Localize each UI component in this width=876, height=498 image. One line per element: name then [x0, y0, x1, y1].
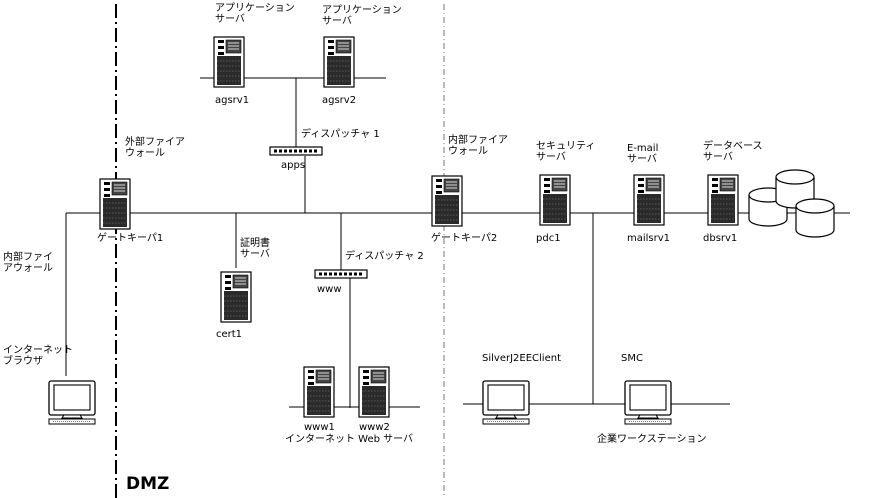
- agsrv1-name-label: agsrv1: [215, 95, 250, 106]
- gatekeeper1-role-label: 外部ファイア ウォール: [125, 137, 185, 159]
- dispatcher-www-icon: [314, 269, 368, 279]
- agsrv2-name-label: agsrv2: [322, 95, 357, 106]
- mailsrv1-server-icon: [633, 174, 665, 226]
- silver-client-label: SilverJ2EEClient: [482, 353, 561, 364]
- dispatcher-apps-title: ディスパッチャ 1: [301, 129, 380, 140]
- silver-client-monitor-icon: [482, 380, 530, 425]
- dbsrv1-name-label: dbsrv1: [703, 233, 738, 244]
- dispatcher-www-title: ディスパッチャ 2: [345, 251, 424, 262]
- dispatcher-apps-icon: [269, 146, 323, 156]
- agsrv1-role-label: アプリケーション サーバ: [215, 3, 295, 25]
- mailsrv1-name-label: mailsrv1: [627, 233, 671, 244]
- dispatcher-apps-name: apps: [281, 160, 306, 171]
- pdc1-role-label: セキュリティ サーバ: [536, 141, 596, 163]
- pdc1-name-label: pdc1: [536, 233, 561, 244]
- gatekeeper2-role-label: 内部ファイア ウォール: [448, 135, 508, 157]
- www1-server-icon: [303, 366, 335, 418]
- internal-firewall-note: 内部ファイ アウォール: [3, 252, 53, 274]
- www2-name-label: www2: [359, 422, 390, 433]
- cert1-role-label: 証明書 サーバ: [240, 238, 270, 260]
- gatekeeper1-name-label: ゲートキーパ1: [97, 233, 164, 244]
- cert1-server-icon: [220, 271, 252, 323]
- cert1-name-label: cert1: [216, 329, 243, 340]
- www2-server-icon: [358, 366, 390, 418]
- database-disk-icon-3: [795, 198, 835, 238]
- browser-monitor-icon: [48, 380, 96, 425]
- agsrv2-server-icon: [323, 36, 355, 88]
- agsrv2-role-label: アプリケーション サーバ: [322, 5, 402, 27]
- gatekeeper2-name-label: ゲートキーパ2: [431, 233, 498, 244]
- gatekeeper2-server-icon: [431, 175, 463, 227]
- workstation-group-label: 企業ワークステーション: [597, 434, 707, 445]
- pdc1-server-icon: [539, 174, 571, 226]
- mailsrv1-role-label: E-mail サーバ: [627, 143, 659, 165]
- web-servers-group-label: インターネット Web サーバ: [285, 434, 414, 445]
- dbsrv1-role-label: データベース サーバ: [703, 141, 763, 163]
- dmz-label: DMZ: [126, 474, 170, 494]
- smc-label: SMC: [621, 353, 643, 364]
- agsrv1-server-icon: [213, 36, 245, 88]
- browser-label: インターネット ブラウザ: [3, 345, 73, 367]
- dbsrv1-server-icon: [707, 174, 739, 226]
- smc-monitor-icon: [624, 380, 672, 425]
- dispatcher-www-name: www: [317, 284, 342, 295]
- www1-name-label: www1: [304, 422, 335, 433]
- gatekeeper1-server-icon: [99, 178, 131, 230]
